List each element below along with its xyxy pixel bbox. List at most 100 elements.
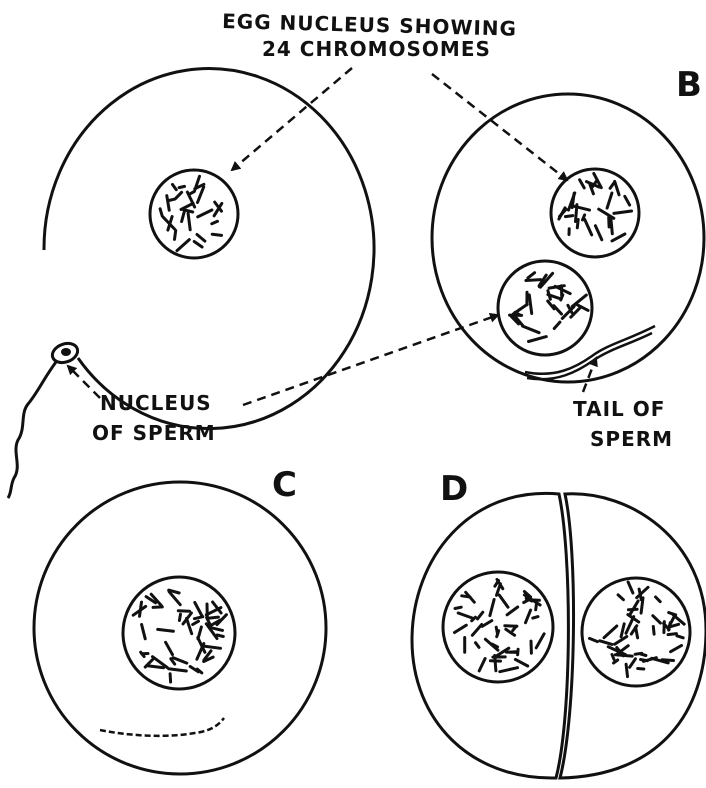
chromosome-stroke [499, 595, 508, 607]
chromosome-stroke [607, 193, 612, 208]
panel-d [412, 493, 706, 778]
chromosome-stroke [158, 629, 174, 631]
chromosome-stroke [500, 668, 518, 672]
chromosome-stroke [565, 216, 572, 217]
chromosome-stroke [188, 213, 190, 230]
chromosome-stroke [548, 291, 551, 300]
cell-d-left [412, 493, 568, 778]
chromosome-stroke [561, 295, 563, 300]
panel-label-b: B [676, 65, 702, 105]
chromosome-stroke [497, 631, 499, 637]
tail-label-line1: TAIL OF [573, 397, 665, 421]
chromosome-stroke [536, 634, 544, 648]
chromosome-stroke [639, 589, 641, 600]
chromosome-stroke [577, 220, 578, 228]
chromosome-stroke [528, 273, 535, 278]
chromosome-stroke [611, 218, 613, 234]
tail-remnant-c [100, 718, 224, 736]
chromosome-stroke [554, 322, 560, 328]
chromosomes-b-egg [559, 174, 632, 241]
chromosome-stroke [175, 192, 181, 198]
panel-c [34, 482, 326, 774]
chromosome-stroke [628, 582, 633, 593]
chromosome-stroke [526, 280, 541, 281]
chromosome-stroke [197, 235, 205, 242]
chromosome-stroke [217, 635, 223, 637]
chromosome-stroke [181, 203, 193, 209]
chromosomes-c [133, 590, 226, 682]
chromosome-stroke [635, 653, 642, 654]
chromosome-stroke [187, 618, 192, 633]
chromosome-stroke [179, 614, 180, 620]
egg-nucleus-label-line2: 24 CHROMOSOMES [262, 37, 491, 61]
chromosome-stroke [167, 196, 169, 211]
chromosome-stroke [656, 597, 661, 602]
chromosome-stroke [653, 627, 654, 635]
chromosome-stroke [529, 337, 547, 342]
arrow-to-sperm-nucleus-b [243, 315, 498, 405]
arrow-to-egg-nucleus-a [232, 68, 352, 170]
chromosome-stroke [212, 221, 218, 224]
chromosome-stroke [626, 664, 627, 676]
chromosome-stroke [612, 234, 625, 241]
chromosome-stroke [198, 627, 201, 639]
chromosome-stroke [173, 185, 177, 190]
chromosomes-a [160, 176, 222, 250]
arrow-to-sperm-nucleus-a [68, 366, 100, 398]
panel-b [432, 94, 704, 382]
chromosome-stroke [195, 603, 202, 617]
chromosome-stroke [526, 610, 531, 623]
chromosome-stroke [610, 183, 614, 188]
chromosome-stroke [677, 636, 683, 638]
chromosome-stroke [178, 611, 189, 612]
chromosome-stroke [204, 646, 221, 648]
chromosome-stroke [621, 624, 624, 637]
chromosomes-d-right [590, 582, 685, 677]
chromosome-stroke [615, 181, 619, 194]
chromosome-stroke [523, 326, 540, 333]
chromosome-stroke [472, 625, 481, 636]
chromosomes-b-sperm [510, 273, 589, 342]
egg-cell-c-membrane [34, 482, 326, 774]
chromosome-stroke [671, 646, 682, 652]
pointer-arrows [68, 68, 596, 405]
egg-cell-a-membrane [44, 69, 374, 429]
chromosome-stroke [169, 199, 175, 200]
chromosome-stroke [153, 607, 162, 608]
chromosome-stroke [604, 626, 617, 638]
chromosome-stroke [533, 617, 538, 619]
chromosome-stroke [668, 634, 677, 635]
chromosome-stroke [160, 209, 162, 216]
chromosome-stroke [600, 641, 612, 645]
chromosome-stroke [490, 600, 494, 616]
chromosome-stroke [193, 621, 199, 624]
sperm-nucleus-label-line2: OF SPERM [92, 421, 216, 445]
chromosome-stroke [147, 666, 164, 668]
chromosome-stroke [168, 217, 172, 231]
chromosome-stroke [612, 655, 614, 660]
chromosome-stroke [198, 187, 204, 203]
chromosomes-d-left [455, 580, 545, 672]
chromosome-stroke [175, 231, 176, 240]
chromosome-stroke [179, 186, 184, 187]
chromosome-stroke [482, 621, 492, 627]
chromosome-stroke [455, 607, 461, 608]
chromosome-stroke [595, 226, 601, 240]
egg-cell-b-membrane [432, 94, 704, 382]
sperm-nucleus-label-line1: NUCLEUS [100, 391, 212, 415]
chromosome-stroke [571, 206, 589, 211]
chromosome-stroke [529, 295, 531, 314]
chromosome-stroke [515, 659, 527, 666]
chromosome-stroke [177, 240, 189, 251]
chromosome-stroke [479, 659, 485, 671]
chromosome-stroke [458, 613, 472, 618]
chromosome-stroke [140, 602, 142, 616]
chromosome-stroke [638, 669, 644, 670]
sperm-nucleus [61, 348, 71, 356]
chromosome-stroke [653, 616, 661, 623]
egg-nucleus-label-line1: EGG NUCLEUS SHOWING [222, 9, 517, 41]
chromosome-stroke [630, 659, 636, 668]
chromosome-stroke [182, 211, 185, 222]
labels: EGG NUCLEUS SHOWING 24 CHROMOSOMES NUCLE… [92, 9, 702, 509]
